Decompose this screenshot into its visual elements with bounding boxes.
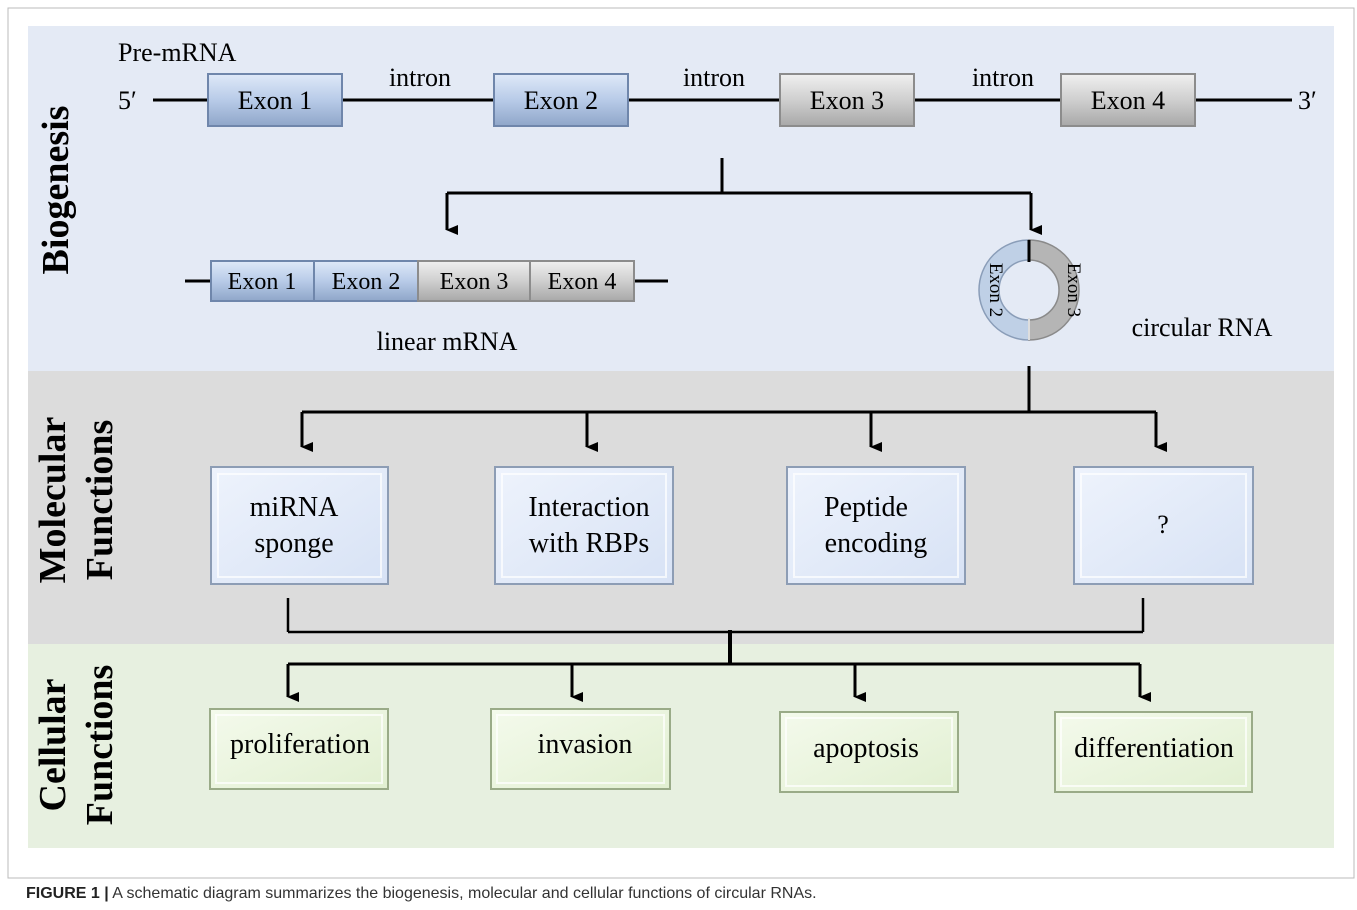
pre-mrna-exon-3-label: Exon 3 — [810, 86, 884, 115]
linear-exon-3: Exon 3 — [417, 260, 531, 302]
pre-mrna-exon-1: Exon 1 — [207, 73, 343, 127]
cellular-box-apoptosis: apoptosis — [779, 711, 959, 793]
pre-mrna-exon-4: Exon 4 — [1060, 73, 1196, 127]
biogenesis-section-label: Biogenesis — [35, 106, 77, 275]
intron-label-2: intron — [683, 63, 745, 92]
figure-frame — [7, 7, 1355, 879]
linear-exon-1-label: Exon 1 — [228, 269, 297, 295]
cellular-box-proliferation-label: proliferation — [230, 729, 370, 760]
linear-exon-2: Exon 2 — [313, 260, 419, 302]
linear-exon-3-label: Exon 3 — [440, 269, 509, 295]
caption-text: A schematic diagram summarizes the bioge… — [108, 885, 817, 902]
pre-mrna-exon-2: Exon 2 — [493, 73, 629, 127]
molecular-box-rbp-line2: with RBPs — [529, 528, 650, 559]
cellular-section-label-line2: Functions — [79, 665, 121, 825]
circular-rna-exon-2-label: Exon 2 — [985, 263, 1006, 317]
pre-mrna-exon-2-label: Exon 2 — [524, 86, 598, 115]
molecular-box-unknown: ? — [1073, 466, 1254, 585]
molecular-split-connector — [300, 366, 1167, 452]
molecular-box-peptide-line2: encoding — [825, 528, 928, 559]
linear-exon-2-label: Exon 2 — [332, 269, 401, 295]
intron-label-3: intron — [972, 63, 1034, 92]
cellular-box-proliferation: proliferation — [209, 708, 389, 790]
pre-mrna-exon-4-label: Exon 4 — [1091, 86, 1165, 115]
molecular-box-peptide-encoding: Peptide encoding — [786, 466, 966, 585]
pre-mrna-title: Pre-mRNA — [118, 38, 237, 67]
cellular-box-apoptosis-label: apoptosis — [813, 733, 919, 764]
linear-exon-1: Exon 1 — [210, 260, 315, 302]
cellular-box-differentiation: differentiation — [1054, 711, 1253, 793]
molecular-section-label-line2: Functions — [79, 420, 121, 580]
molecular-section-label-line1: Molecular — [32, 417, 74, 584]
molecular-box-mirna-sponge: miRNA sponge — [210, 466, 389, 585]
linear-exon-4-label: Exon 4 — [548, 269, 617, 295]
cellular-box-invasion-label: invasion — [538, 729, 633, 760]
caption-figure-label: FIGURE 1 | — [26, 885, 109, 902]
biogenesis-split-connector — [445, 158, 1042, 235]
pre-mrna-exon-3: Exon 3 — [779, 73, 915, 127]
three-prime-label: 3′ — [1298, 86, 1317, 115]
cellular-box-differentiation-label: differentiation — [1074, 733, 1234, 764]
circular-rna-label: circular RNA — [1132, 313, 1273, 342]
circular-rna-ring — [978, 239, 1080, 341]
circular-rna-exon-3-label: Exon 3 — [1063, 263, 1084, 317]
linear-exon-4: Exon 4 — [529, 260, 635, 302]
cellular-box-invasion: invasion — [490, 708, 671, 790]
linear-mrna-label: linear mRNA — [377, 327, 518, 356]
pre-mrna-exon-1-label: Exon 1 — [238, 86, 312, 115]
five-prime-label: 5′ — [118, 86, 137, 115]
cellular-section-label-line1: Cellular — [32, 678, 74, 811]
molecular-box-mirna-sponge-line1: miRNA — [250, 492, 339, 523]
molecular-box-mirna-sponge-line2: sponge — [254, 528, 333, 559]
molecular-box-unknown-label: ? — [1157, 510, 1169, 539]
figure-caption: FIGURE 1 | A schematic diagram summarize… — [26, 885, 817, 903]
cellular-split-connector — [286, 598, 1151, 702]
molecular-box-rbp-interaction: Interaction with RBPs — [494, 466, 674, 585]
molecular-box-peptide-line1: Peptide — [824, 492, 908, 523]
intron-label-1: intron — [389, 63, 451, 92]
molecular-box-rbp-line1: Interaction — [528, 492, 649, 523]
